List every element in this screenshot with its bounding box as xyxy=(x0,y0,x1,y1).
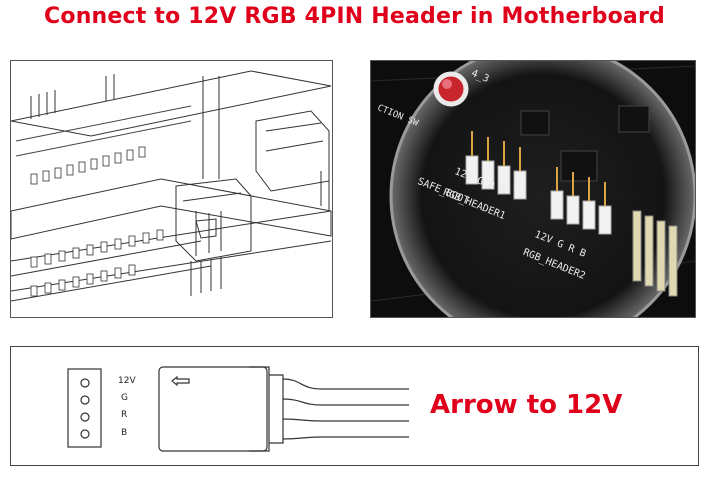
line-drawing-panel xyxy=(10,60,333,318)
motherboard-line-drawing xyxy=(11,70,332,302)
pin-label-g: G xyxy=(121,393,128,403)
motherboard-photo xyxy=(371,61,695,317)
connector-diagram-panel: 12V G R B xyxy=(10,346,699,466)
pin-label-r: R xyxy=(121,410,128,420)
motherboard-photo-panel: SAFE_BOOT CTION SW 4_3 12V G R B RGB_HEA… xyxy=(370,60,696,318)
pin-label-12v: 12V xyxy=(118,376,136,386)
arrow-callout: Arrow to 12V xyxy=(430,390,623,420)
connector-drawing xyxy=(67,366,409,452)
page-title: Connect to 12V RGB 4PIN Header in Mother… xyxy=(44,4,665,29)
pin-label-b: B xyxy=(121,428,128,438)
